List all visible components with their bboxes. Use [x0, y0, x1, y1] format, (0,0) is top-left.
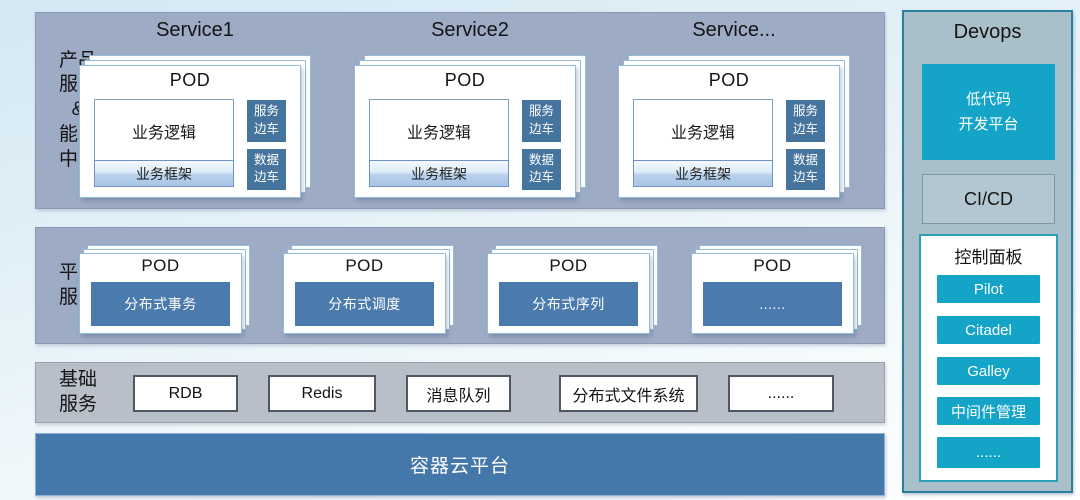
control-panel-button-galley: Galley [937, 357, 1040, 385]
business-logic-box: 业务逻辑 业务框架 [94, 99, 234, 187]
devops-title: Devops [953, 21, 1022, 43]
pod-title: POD [549, 256, 588, 275]
band-label-base: 基础 服务 [36, 363, 120, 422]
control-panel-button-middleware: 中间件管理 [937, 397, 1040, 425]
service-title: Service1 [156, 19, 234, 41]
service-group-1: Service1 POD 业务逻辑 业务框架 服务 边车 [79, 19, 311, 198]
sidecar-line: 边车 [792, 121, 818, 136]
platform-service-box: 分布式事务 [91, 282, 230, 326]
platform-pod-stack: POD 分布式调度 [283, 240, 456, 334]
sidecar-column: 服务 边车 数据 边车 [247, 99, 286, 190]
pod-title: POD [708, 70, 750, 90]
platform-service-box: 分布式调度 [295, 282, 434, 326]
sidecar-line: 边车 [792, 170, 818, 185]
sidecar-line: 服务 [253, 104, 279, 119]
container-cloud-label: 容器云平台 [409, 456, 510, 477]
service-group-more: Service... POD 业务逻辑 业务框架 服务 边车 [618, 19, 850, 198]
platform-services-band: 平台 服务 POD 分布式事务 POD 分布式调度 POD 分布式序列 [35, 227, 885, 344]
data-sidecar-box: 数据 边车 [247, 148, 286, 190]
data-sidecar-box: 数据 边车 [522, 148, 561, 190]
pod-stack: POD 业务逻辑 业务框架 服务 边车 数据 [354, 55, 586, 198]
service-group-2: Service2 POD 业务逻辑 业务框架 服务 边车 [354, 19, 586, 198]
platform-pod-stack: POD 分布式序列 [487, 240, 660, 334]
sidecar-line: 边车 [253, 121, 279, 136]
pod-body: 业务逻辑 业务框架 服务 边车 数据 边车 [94, 99, 287, 190]
business-framework-bar: 业务框架 [369, 160, 509, 187]
sidecar-line: 数据 [528, 152, 554, 167]
devops-panel: Devops 低代码 开发平台 CI/CD 控制面板 Pilot Citadel… [902, 10, 1073, 493]
sidecar-line: 边车 [253, 170, 279, 185]
base-service-box-redis: Redis [268, 375, 376, 412]
platform-service-box: ...... [703, 282, 842, 326]
pod-title: POD [141, 256, 180, 275]
service-sidecar-box: 服务 边车 [786, 100, 825, 142]
service-sidecar-box: 服务 边车 [247, 100, 286, 142]
lowcode-line: 开发平台 [958, 116, 1019, 133]
platform-pod-stack: POD ...... [691, 240, 864, 334]
control-panel-box: 控制面板 Pilot Citadel Galley 中间件管理 ...... [919, 234, 1058, 482]
data-sidecar-box: 数据 边车 [786, 148, 825, 190]
pod-stack: POD 业务逻辑 业务框架 服务 边车 数据 [79, 55, 311, 198]
business-logic-label: 业务逻辑 [406, 124, 471, 142]
sidecar-line: 边车 [528, 121, 554, 136]
base-services-band: 基础 服务 RDB Redis 消息队列 分布式文件系统 ...... [35, 362, 885, 423]
business-logic-label: 业务逻辑 [131, 124, 196, 142]
service-title: Service2 [431, 19, 509, 41]
sidecar-column: 服务 边车 数据 边车 [786, 99, 825, 190]
sidecar-line: 服务 [792, 104, 818, 119]
pod-card: POD 业务逻辑 业务框架 服务 边车 数据 [79, 65, 301, 198]
pod-card: POD 分布式序列 [487, 253, 650, 334]
control-panel-button-citadel: Citadel [937, 316, 1040, 344]
control-panel-button-pilot: Pilot [937, 275, 1040, 303]
sidecar-line: 服务 [528, 104, 554, 119]
pod-card: POD ...... [691, 253, 854, 334]
container-cloud-band: 容器云平台 [35, 433, 885, 496]
sidecar-line: 数据 [792, 152, 818, 167]
base-service-box-more: ...... [728, 375, 834, 412]
pod-body: 业务逻辑 业务框架 服务 边车 数据 边车 [369, 99, 562, 190]
pod-stack: POD 业务逻辑 业务框架 服务 边车 数据 [618, 55, 850, 198]
base-service-box-rdb: RDB [133, 375, 238, 412]
business-framework-bar: 业务框架 [633, 160, 773, 187]
base-service-box-message-queue: 消息队列 [406, 375, 511, 412]
pod-title: POD [345, 256, 384, 275]
business-logic-box: 业务逻辑 业务框架 [633, 99, 773, 187]
lowcode-line: 低代码 [965, 90, 1011, 108]
business-logic-label: 业务逻辑 [670, 124, 735, 142]
platform-pod-stack: POD 分布式事务 [79, 240, 252, 334]
pod-card: POD 业务逻辑 业务框架 服务 边车 数据 [618, 65, 840, 198]
business-framework-bar: 业务框架 [94, 160, 234, 187]
service-title: Service... [692, 19, 776, 41]
sidecar-line: 数据 [253, 152, 279, 167]
control-panel-button-more: ...... [937, 437, 1040, 468]
pod-title: POD [169, 70, 211, 90]
band-label-line: 基础 [58, 368, 97, 390]
product-services-band: 产品 服务 & 能力 中心 Service1 POD 业务逻辑 业务框架 [35, 12, 885, 209]
pod-card: POD 业务逻辑 业务框架 服务 边车 数据 [354, 65, 576, 198]
business-logic-box: 业务逻辑 业务框架 [369, 99, 509, 187]
pod-body: 业务逻辑 业务框架 服务 边车 数据 边车 [633, 99, 826, 190]
base-service-box-distributed-fs: 分布式文件系统 [559, 375, 698, 412]
sidecar-column: 服务 边车 数据 边车 [522, 99, 561, 190]
cicd-box: CI/CD [922, 174, 1055, 224]
pod-card: POD 分布式调度 [283, 253, 446, 334]
control-panel-title: 控制面板 [954, 248, 1023, 267]
platform-service-box: 分布式序列 [499, 282, 638, 326]
band-label-line: 服务 [58, 393, 97, 415]
pod-title: POD [753, 256, 792, 275]
pod-card: POD 分布式事务 [79, 253, 242, 334]
service-sidecar-box: 服务 边车 [522, 100, 561, 142]
lowcode-platform-box: 低代码 开发平台 [922, 64, 1055, 160]
pod-title: POD [444, 70, 486, 90]
sidecar-line: 边车 [528, 170, 554, 185]
